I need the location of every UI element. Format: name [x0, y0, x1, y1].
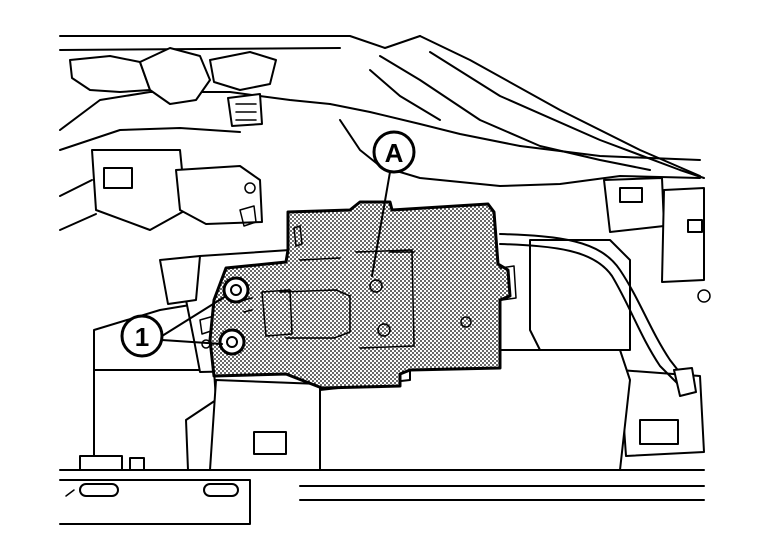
- leader-lines: [161, 171, 391, 345]
- lower-body-structure: [59, 299, 705, 525]
- callout-unit-a: A: [372, 130, 416, 174]
- callout-bolt-label: 1: [135, 322, 149, 352]
- left-top-bracket: [69, 47, 277, 127]
- bolt-lower: [218, 328, 246, 356]
- control-unit-a: [208, 200, 517, 390]
- callout-unit-label: A: [385, 138, 404, 168]
- hood-edge-right: [369, 55, 651, 171]
- wiring-harness: [499, 233, 697, 397]
- left-side-frame: [59, 149, 263, 231]
- bolt-upper: [222, 276, 250, 304]
- callout-bolt-1: 1: [120, 314, 164, 358]
